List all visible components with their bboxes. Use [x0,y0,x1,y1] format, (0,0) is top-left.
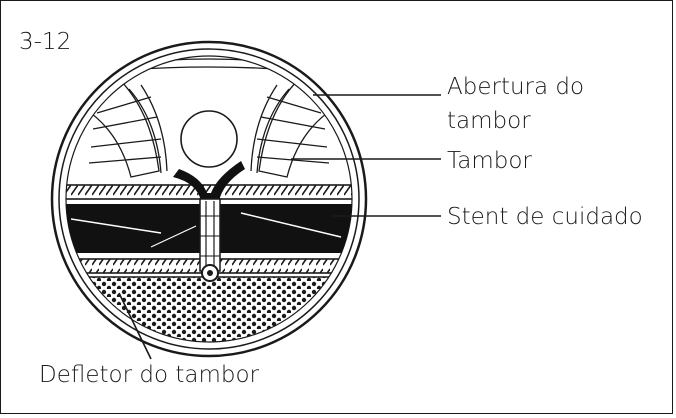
label-drum-baffle: Defletor do tambor [39,361,259,389]
drum-center-boss [181,111,237,167]
label-drum-opening-line2: tambor [447,107,531,135]
label-drum: Tambor [447,147,532,175]
perforated-drum-surface [51,277,371,357]
label-care-stent: Stent de cuidado [447,203,643,231]
label-drum-opening-line1: Abertura do [447,73,584,101]
figure-number: 3-12 [19,28,71,56]
